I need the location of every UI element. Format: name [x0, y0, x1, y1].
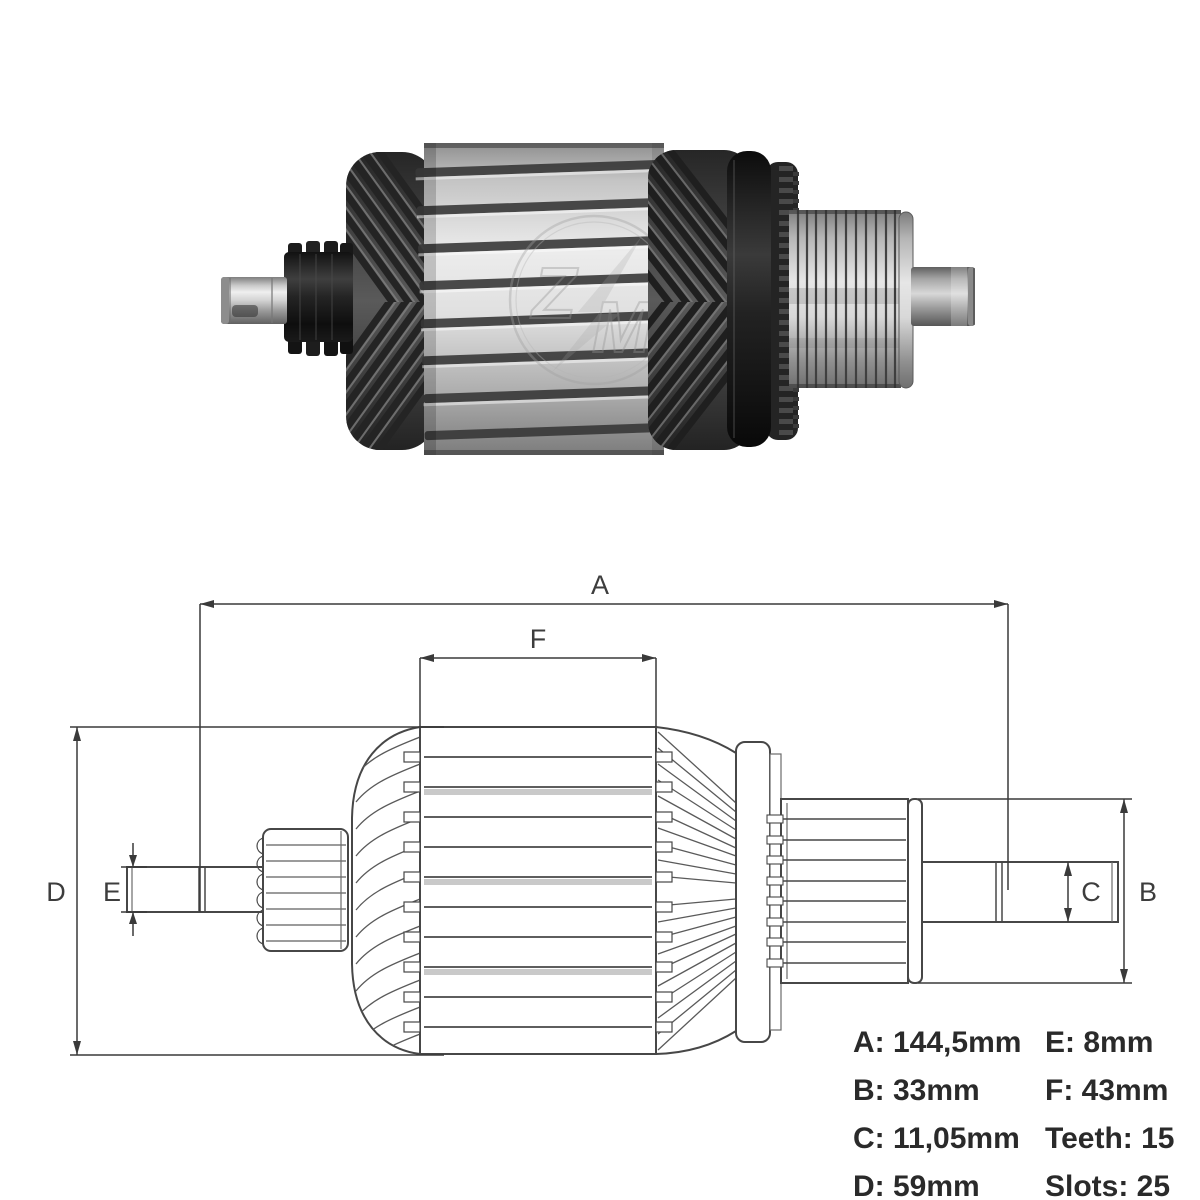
right-winding-drawing [655, 725, 737, 1056]
zm-watermark: Z M [508, 214, 680, 386]
right-shaft-drawing [921, 861, 1119, 923]
watermark-letter-m: M [592, 288, 654, 368]
left-shaft-photo [221, 277, 287, 324]
collar-disc-photo [727, 151, 771, 447]
spec-teeth: Teeth: 15 [1045, 1122, 1175, 1155]
dimension-lines [70, 603, 1132, 1056]
spec-e: E: 8mm [1045, 1026, 1154, 1059]
spec-b: B: 33mm [853, 1074, 980, 1107]
dim-label-d: D [46, 877, 66, 907]
technical-drawing: A F D E C B [0, 560, 1200, 1200]
left-winding-drawing [351, 725, 421, 1056]
spec-f: F: 43mm [1045, 1074, 1169, 1107]
left-shaft-drawing [126, 866, 264, 913]
technical-drawing-svg: A F D E C B [46, 570, 1157, 1056]
spec-slots: Slots: 25 [1045, 1170, 1171, 1200]
drawing-shapes [126, 725, 1119, 1056]
armature-photo: Z M [0, 0, 1200, 560]
collar-drawing [735, 741, 782, 1043]
spec-table: A: 144,5mm E: 8mm B: 33mm F: 43mm C: 11,… [853, 1019, 1174, 1200]
dimension-arrows [73, 600, 1128, 1055]
dim-label-f: F [530, 624, 547, 654]
pinion-drawing [256, 828, 349, 952]
dim-label-c: C [1081, 877, 1101, 907]
dim-label-e: E [103, 877, 121, 907]
core-grooves [415, 159, 673, 441]
watermark-letter-z: Z [530, 254, 579, 334]
armature-core-photo [415, 143, 673, 455]
spec-d: D: 59mm [853, 1170, 980, 1200]
dim-label-b: B [1139, 877, 1157, 907]
commutator-photo [789, 210, 914, 389]
spec-a: A: 144,5mm [853, 1026, 1022, 1059]
pinion-gear-photo [284, 241, 353, 356]
armature-photo-svg: Z M [221, 143, 975, 455]
core-drawing [403, 726, 673, 1055]
dim-label-a: A [591, 570, 609, 600]
commutator-drawing [766, 798, 923, 984]
right-shaft-photo [911, 267, 975, 326]
spec-c: C: 11,05mm [853, 1122, 1020, 1155]
